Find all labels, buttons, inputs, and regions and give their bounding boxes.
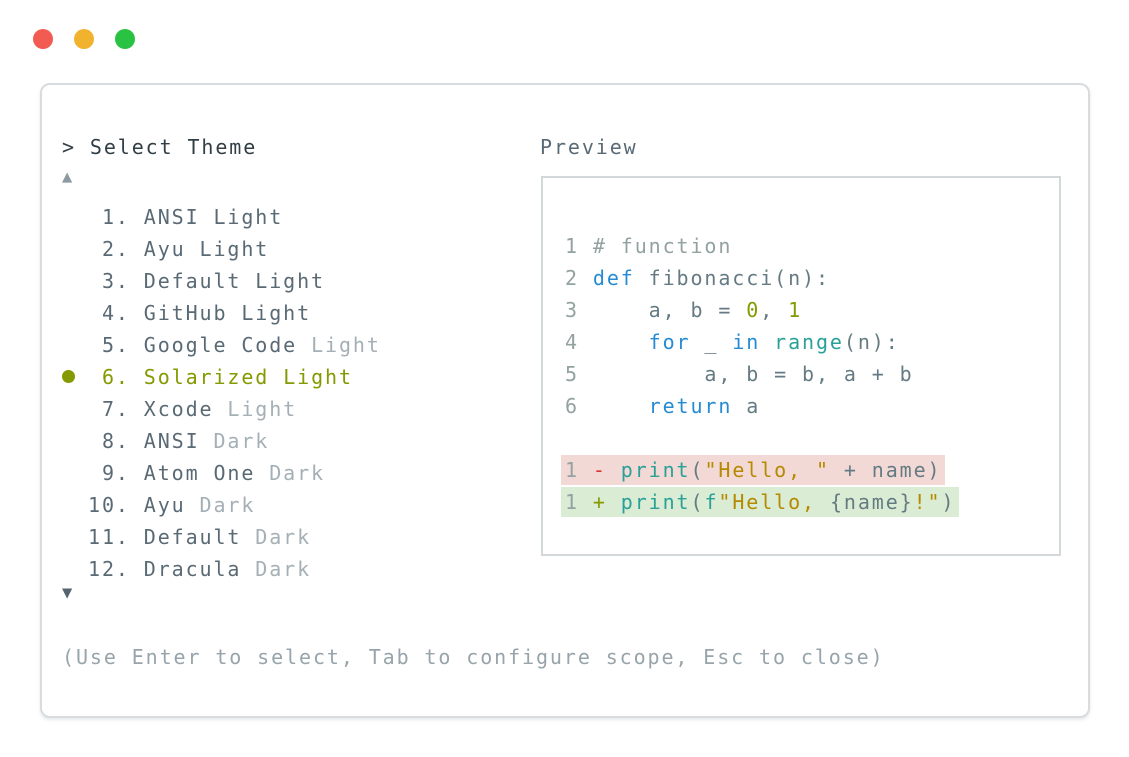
theme-item-name: 3. Default xyxy=(88,269,256,293)
code-token xyxy=(593,394,649,418)
line-number: 3 xyxy=(565,298,593,322)
theme-list: 1. ANSI Light 2. Ayu Light 3. Default Li… xyxy=(62,201,381,585)
code-token xyxy=(760,330,774,354)
code-line xyxy=(565,422,1059,454)
theme-list-item[interactable]: 12. Dracula Dark xyxy=(88,553,381,585)
page-title: > Select Theme xyxy=(62,135,258,159)
traffic-light-minimize-button[interactable] xyxy=(74,29,94,49)
theme-item-name: 6. Solarized xyxy=(88,365,284,389)
theme-item-variant: Light xyxy=(241,301,312,325)
code-token: def xyxy=(592,266,635,290)
code-token: a, b = xyxy=(592,298,747,322)
help-text: (Use Enter to select, Tab to configure s… xyxy=(62,645,885,669)
theme-list-item[interactable]: 5. Google Code Light xyxy=(88,329,381,361)
code-token: (n): xyxy=(843,330,900,354)
code-token: fibonacci(n): xyxy=(634,266,830,290)
diff-code-line: 1 + print(f"Hello, {name}!") xyxy=(561,486,1059,518)
code-token: ) xyxy=(941,490,956,514)
code-token: "Hello, xyxy=(718,490,830,514)
code-token: print xyxy=(620,490,691,514)
code-token: for xyxy=(648,330,691,354)
code-line: 4 for _ in range(n): xyxy=(565,326,1059,358)
preview-heading: Preview xyxy=(540,135,638,159)
diff-code-line: 1 - print("Hello, " + name) xyxy=(561,454,1059,486)
theme-list-item[interactable]: 7. Xcode Light xyxy=(88,393,381,425)
code-token xyxy=(593,330,649,354)
theme-list-item[interactable]: 1. ANSI Light xyxy=(88,201,381,233)
theme-item-name: 1. ANSI xyxy=(88,205,214,229)
theme-list-item[interactable]: 8. ANSI Dark xyxy=(88,425,381,457)
selected-bullet-icon xyxy=(62,370,75,383)
code-token: ( xyxy=(690,490,705,514)
code-line: 3 a, b = 0, 1 xyxy=(565,294,1059,326)
code-token: range xyxy=(774,330,844,354)
code-token: f xyxy=(704,490,719,514)
theme-list-item[interactable]: 10. Ayu Dark xyxy=(88,489,381,521)
theme-list-item[interactable]: 11. Default Dark xyxy=(88,521,381,553)
code-token: !" xyxy=(913,490,942,514)
theme-item-name: 8. ANSI xyxy=(88,429,214,453)
scroll-up-icon[interactable]: ▲ xyxy=(62,167,73,187)
line-number: 4 xyxy=(565,330,593,354)
theme-list-item[interactable]: 4. GitHub Light xyxy=(88,297,381,329)
code-token: 1 xyxy=(788,298,803,322)
theme-item-variant: Dark xyxy=(255,557,312,581)
line-number: 2 xyxy=(565,266,593,290)
theme-item-variant: Light xyxy=(255,269,326,293)
code-token: in xyxy=(732,330,761,354)
line-number: 1 xyxy=(565,458,593,482)
theme-item-variant: Light xyxy=(311,333,381,357)
theme-item-name: 10. Ayu xyxy=(88,493,200,517)
code-token: ( xyxy=(690,458,705,482)
code-token: + name xyxy=(829,458,928,482)
line-number: 1 xyxy=(565,234,593,258)
code-token: return xyxy=(648,394,733,418)
traffic-light-close-button[interactable] xyxy=(33,29,53,49)
code-token: print xyxy=(620,458,691,482)
code-line: 2 def fibonacci(n): xyxy=(565,262,1059,294)
line-number: 6 xyxy=(565,394,593,418)
theme-item-name: 11. Default xyxy=(88,525,256,549)
code-token: # function xyxy=(592,234,733,258)
theme-item-variant: Dark xyxy=(269,461,325,485)
code-token: a xyxy=(732,394,761,418)
theme-item-variant: Light xyxy=(199,237,270,261)
code-token: _ xyxy=(690,330,733,354)
theme-item-name: 7. Xcode xyxy=(88,397,228,421)
code-token: - xyxy=(592,458,621,482)
theme-item-name: 5. Google Code xyxy=(88,333,312,357)
code-token: + xyxy=(592,490,621,514)
theme-item-variant: Light xyxy=(227,397,298,421)
theme-item-variant: Dark xyxy=(199,493,256,517)
traffic-light-zoom-button[interactable] xyxy=(115,29,135,49)
theme-item-variant: Light xyxy=(283,365,353,389)
theme-list-item[interactable]: 2. Ayu Light xyxy=(88,233,381,265)
code-token: a, b = b, a + b xyxy=(592,362,914,386)
code-line: 1 # function xyxy=(565,230,1059,262)
code-line: 5 a, b = b, a + b xyxy=(565,358,1059,390)
code-token: 0 xyxy=(746,298,761,322)
theme-list-item[interactable]: 9. Atom One Dark xyxy=(88,457,381,489)
theme-item-variant: Light xyxy=(213,205,284,229)
code-token: {name} xyxy=(829,490,914,514)
code-token: "Hello, " xyxy=(704,458,830,482)
theme-item-name: 4. GitHub xyxy=(88,301,242,325)
theme-picker-panel: > Select Theme ▲ 1. ANSI Light 2. Ayu Li… xyxy=(40,83,1090,718)
theme-item-variant: Dark xyxy=(255,525,312,549)
theme-list-item[interactable]: 3. Default Light xyxy=(88,265,381,297)
line-number: 1 xyxy=(565,490,593,514)
theme-item-variant: Dark xyxy=(213,429,270,453)
theme-item-name: 9. Atom One xyxy=(88,461,270,485)
theme-item-name: 2. Ayu xyxy=(88,237,200,261)
code-line: 6 return a xyxy=(565,390,1059,422)
code-token: , xyxy=(760,298,789,322)
code-token: ) xyxy=(927,458,942,482)
theme-item-name: 12. Dracula xyxy=(88,557,256,581)
line-number: 5 xyxy=(565,362,593,386)
scroll-down-icon[interactable]: ▼ xyxy=(62,583,73,603)
theme-list-item[interactable]: 6. Solarized Light xyxy=(62,361,381,393)
